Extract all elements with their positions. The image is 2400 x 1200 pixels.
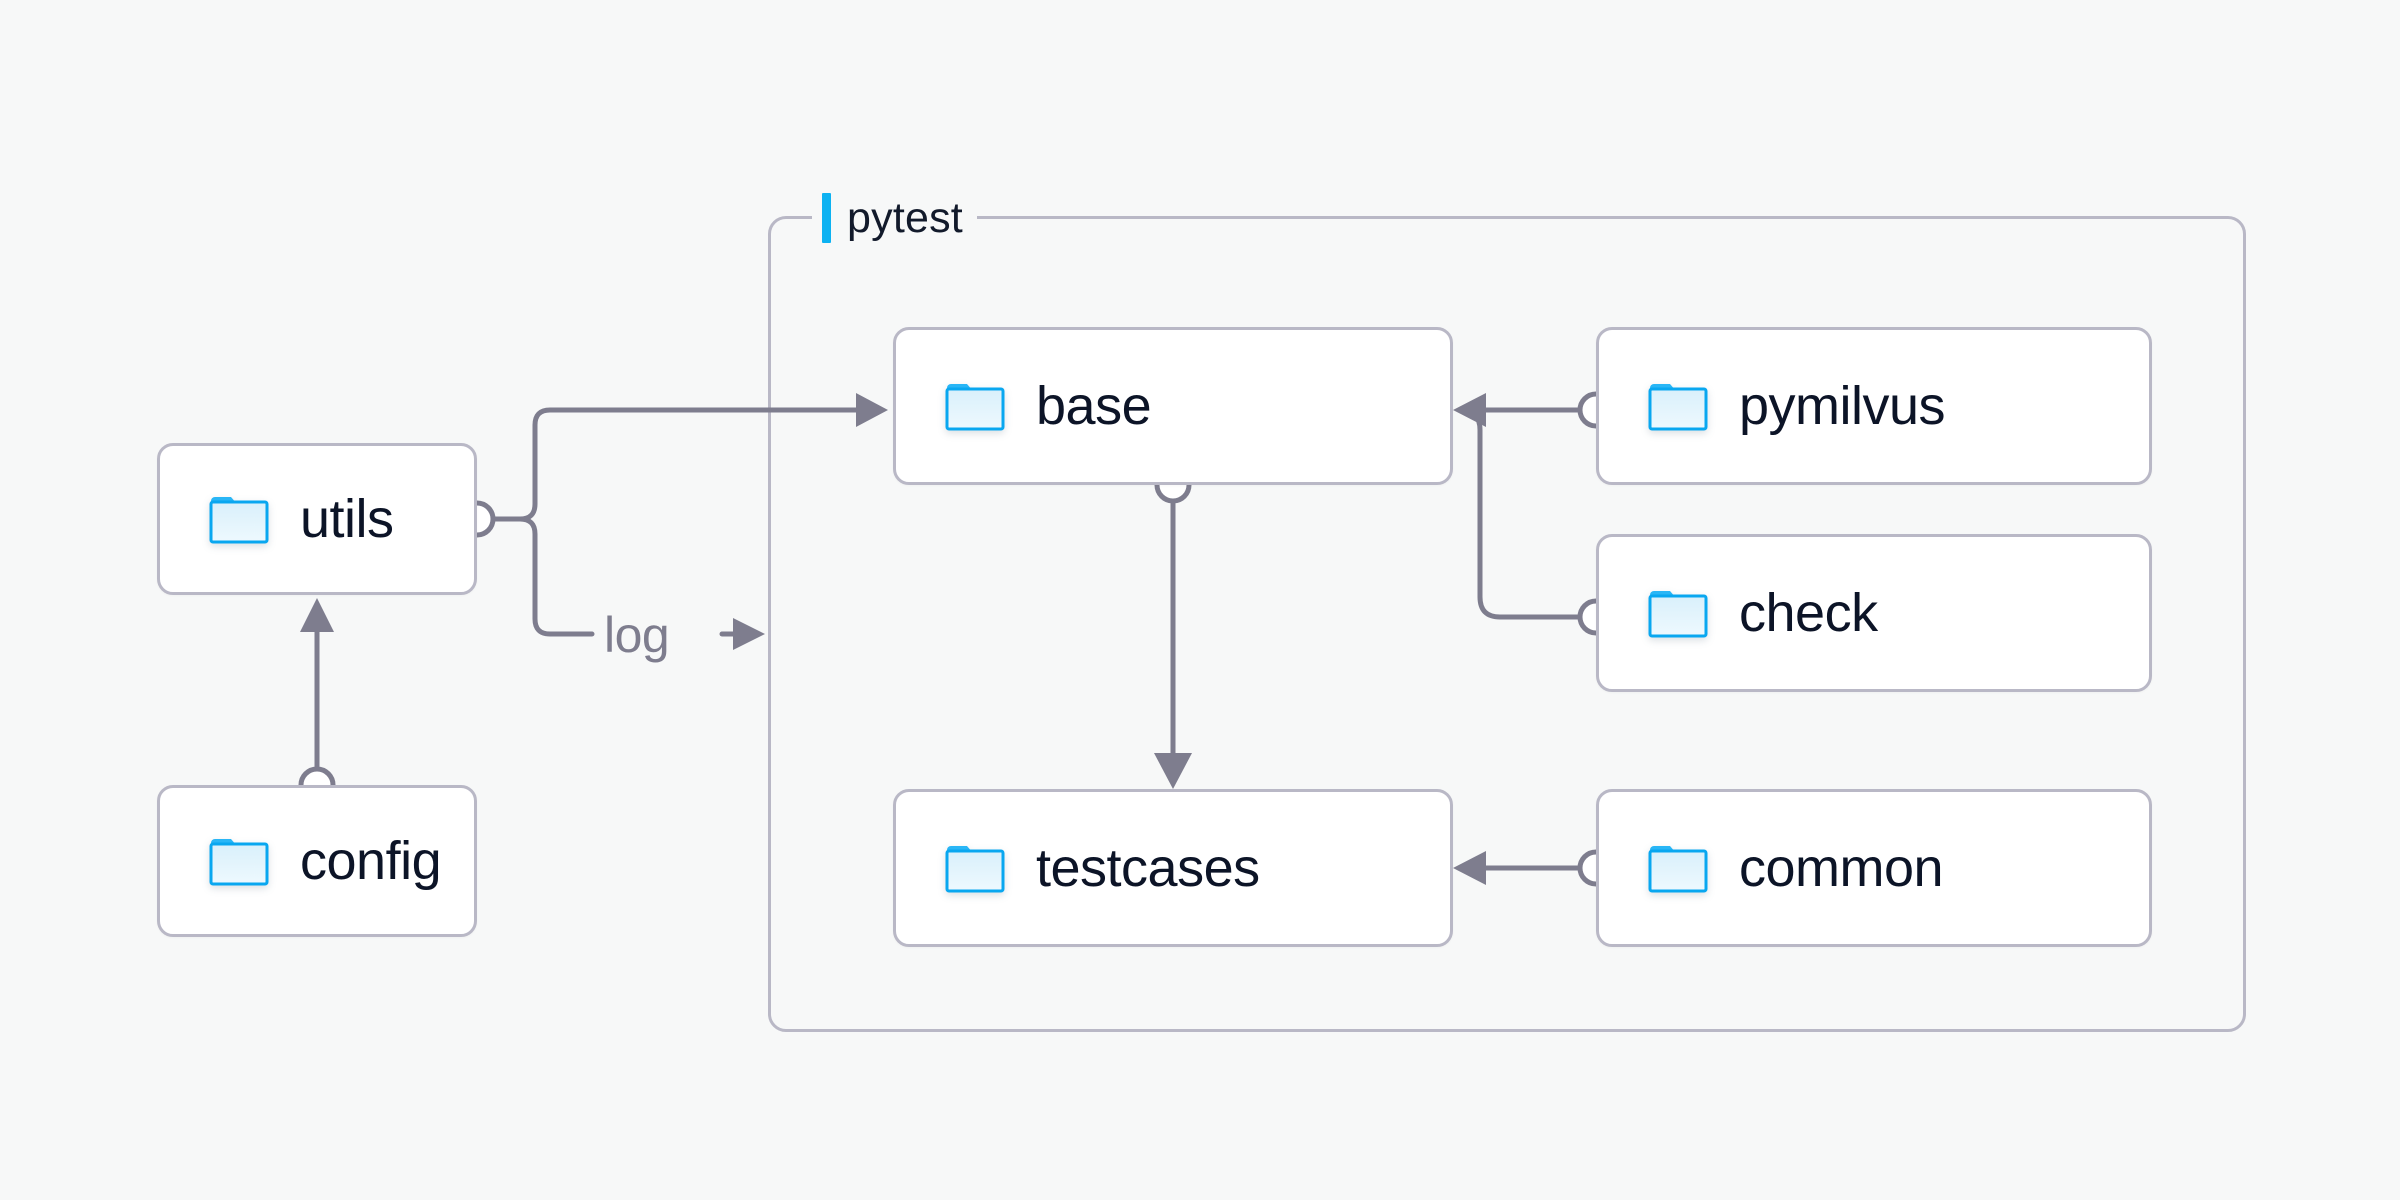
node-config-label: config	[300, 831, 442, 891]
arrowhead-icon	[300, 598, 334, 632]
node-base-label: base	[1036, 376, 1152, 436]
folder-icon	[209, 839, 269, 886]
node-config[interactable]: config	[157, 785, 477, 937]
node-pymilvus-label: pymilvus	[1739, 376, 1946, 436]
node-utils-label: utils	[300, 489, 394, 549]
edge-label-log: log	[604, 607, 669, 663]
node-utils-content: utils	[160, 492, 394, 546]
group-pytest-label: pytest	[812, 190, 977, 246]
folder-icon	[1648, 384, 1708, 431]
node-testcases[interactable]: testcases	[893, 789, 1453, 947]
node-check[interactable]: check	[1596, 534, 2152, 692]
edge-utils-to-log: log	[487, 516, 765, 663]
folder-icon	[1648, 591, 1708, 638]
edge-config-to-utils	[298, 598, 336, 804]
group-pytest	[768, 216, 2246, 1032]
node-check-label: check	[1739, 583, 1878, 643]
folder-icon	[945, 384, 1005, 431]
node-config-content: config	[160, 831, 442, 891]
node-base[interactable]: base	[893, 327, 1453, 485]
node-pymilvus[interactable]: pymilvus	[1596, 327, 2152, 485]
node-testcases-label: testcases	[1036, 838, 1260, 898]
node-testcases-content: testcases	[896, 841, 1260, 895]
folder-icon	[945, 846, 1005, 893]
folder-icon	[209, 497, 269, 544]
arrowhead-icon	[733, 618, 765, 650]
node-utils[interactable]: utils	[157, 443, 477, 595]
node-check-content: check	[1599, 586, 1878, 640]
node-base-content: base	[896, 376, 1152, 436]
node-common[interactable]: common	[1596, 789, 2152, 947]
group-accent-bar-icon	[822, 193, 831, 243]
node-common-content: common	[1599, 838, 1944, 898]
node-pymilvus-content: pymilvus	[1599, 376, 1946, 436]
node-common-label: common	[1739, 838, 1944, 898]
group-pytest-label-text: pytest	[847, 193, 963, 242]
folder-icon	[1648, 846, 1708, 893]
